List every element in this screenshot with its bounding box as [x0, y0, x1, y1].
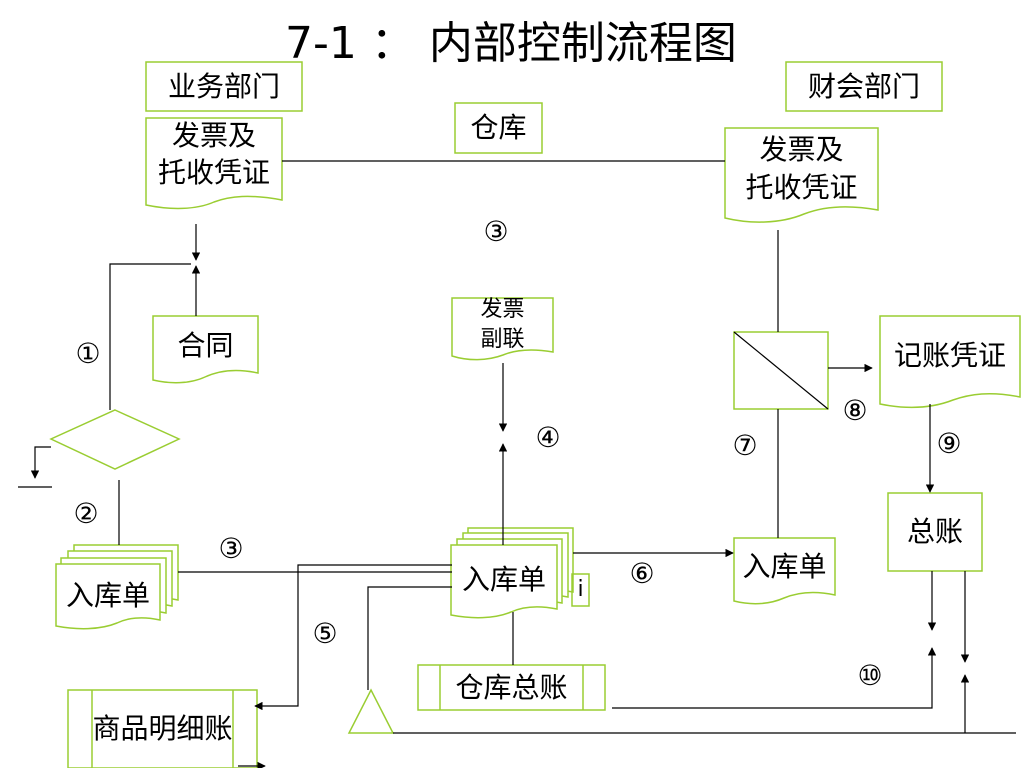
check-triangle: [347, 688, 395, 734]
contract-label: 合同: [177, 329, 234, 362]
invoice-right-line2: 托收凭证: [745, 171, 858, 204]
process-square: [733, 331, 829, 410]
invoice-right-doc: [724, 127, 879, 223]
general-ledger-label: 总账: [906, 515, 963, 548]
invoice-copy-line2: 副联: [480, 327, 525, 352]
business-dept-label: 业务部门: [167, 69, 280, 103]
decision-diamond: [49, 409, 181, 470]
warehouse-dept-box: [454, 102, 543, 154]
step-2-marker: ②: [73, 497, 99, 530]
small-tag-box: [571, 573, 590, 607]
product-ledger-label: 商品明细账: [92, 712, 233, 745]
step-9-marker: ⑨: [936, 427, 962, 460]
step-7-marker: ⑦: [732, 429, 758, 462]
step-5-marker: ⑤: [312, 617, 338, 650]
connector-lines: [18, 160, 1016, 768]
step-1-marker: ①: [75, 337, 101, 370]
finance-dept-box: [785, 61, 943, 112]
finance-dept-label: 财会部门: [807, 69, 920, 103]
invoice-copy-line1: 发票: [480, 297, 525, 322]
invoice-left-doc: [145, 117, 283, 210]
step-4-marker: ④: [535, 421, 561, 454]
business-dept-box: [145, 61, 303, 112]
receipt-center-label: 入库单: [461, 563, 546, 596]
warehouse-ledger-label: 仓库总账: [455, 670, 568, 704]
invoice-right-line1: 发票及: [759, 133, 844, 166]
receipt-left-stack: [55, 544, 179, 630]
page-title: 7-1 ： 内部控制流程图: [285, 18, 737, 69]
warehouse-dept-label: 仓库: [470, 111, 527, 144]
step-3-top-marker: ③: [483, 215, 509, 248]
invoice-left-line1: 发票及: [171, 119, 256, 152]
warehouse-ledger-box: [417, 664, 606, 711]
invoice-copy-doc: [451, 297, 554, 361]
step-3-mid-marker: ③: [218, 532, 244, 565]
invoice-left-line2: 托收凭证: [157, 156, 270, 189]
small-tag-label: i: [577, 577, 584, 602]
receipt-right-label: 入库单: [742, 550, 827, 583]
step-10-marker: ⑩: [857, 659, 883, 692]
contract-doc: [152, 315, 259, 384]
receipt-center-stack: [450, 527, 574, 619]
receipt-right-doc: [733, 537, 836, 605]
step-6-marker: ⑥: [629, 557, 655, 590]
general-ledger-box: [887, 492, 983, 572]
step-8-marker: ⑧: [842, 394, 868, 427]
receipt-left-label: 入库单: [65, 579, 150, 612]
accounting-voucher-label: 记账凭证: [893, 339, 1006, 372]
accounting-voucher-doc: [879, 315, 1021, 409]
product-ledger-box: [67, 689, 258, 768]
